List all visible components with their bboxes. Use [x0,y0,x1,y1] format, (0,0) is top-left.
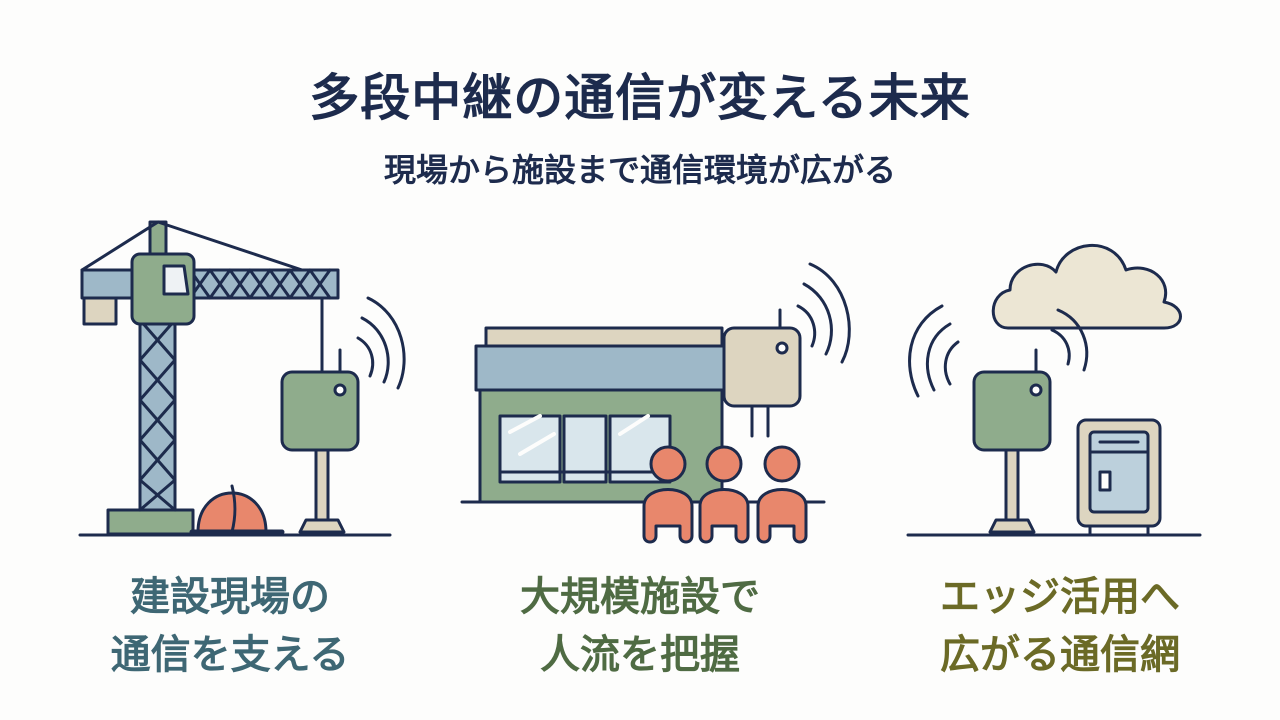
store-awning [474,344,728,392]
page-title: 多段中継の通信が変える未来 [309,69,971,127]
person-icon [642,445,694,544]
crane-mast [138,318,177,512]
caption-line: エッジ活用へ [940,574,1180,620]
signal-waves-icon-1 [356,296,406,390]
crane-jib [80,268,340,300]
hard-hat-icon [189,484,285,535]
caption-line: 通信を支える [110,632,350,678]
people-crowd-icon [642,445,808,544]
crane-base [106,508,195,536]
crane-construction-icon [78,220,406,537]
storefront-people-icon [460,262,851,544]
illustrations [78,220,1202,544]
page-subtitle: 現場から施設まで通信環境が広がる [383,151,896,189]
caption-line: 人流を把握 [540,632,740,678]
person-icon [756,445,808,544]
cloud-edge-server-icon [906,244,1202,537]
caption-large-facility: 大規模施設で 人流を把握 [470,568,810,684]
cloud-icon [991,244,1182,330]
caption-construction-site: 建設現場の 通信を支える [60,568,400,684]
caption-edge-network: エッジ活用へ 広がる通信網 [890,568,1230,684]
person-icon [698,445,750,544]
caption-line: 広がる通信網 [940,632,1180,678]
signal-waves-icon-2 [796,262,851,364]
store-windows [498,414,672,484]
relay-node-icon-1 [280,348,360,534]
signal-waves-icon-3-left [908,304,960,398]
caption-line: 建設現場の [130,574,330,620]
crane-tie-left [80,220,160,272]
relay-node-icon-3 [972,348,1052,534]
crane-cab [130,252,196,326]
edge-server-icon [1076,418,1162,536]
signal-waves-icon-3-right [1050,308,1089,372]
crane-counterweight [82,296,118,326]
relay-node-icon-2 [722,308,802,438]
caption-line: 大規模施設で [520,574,760,620]
